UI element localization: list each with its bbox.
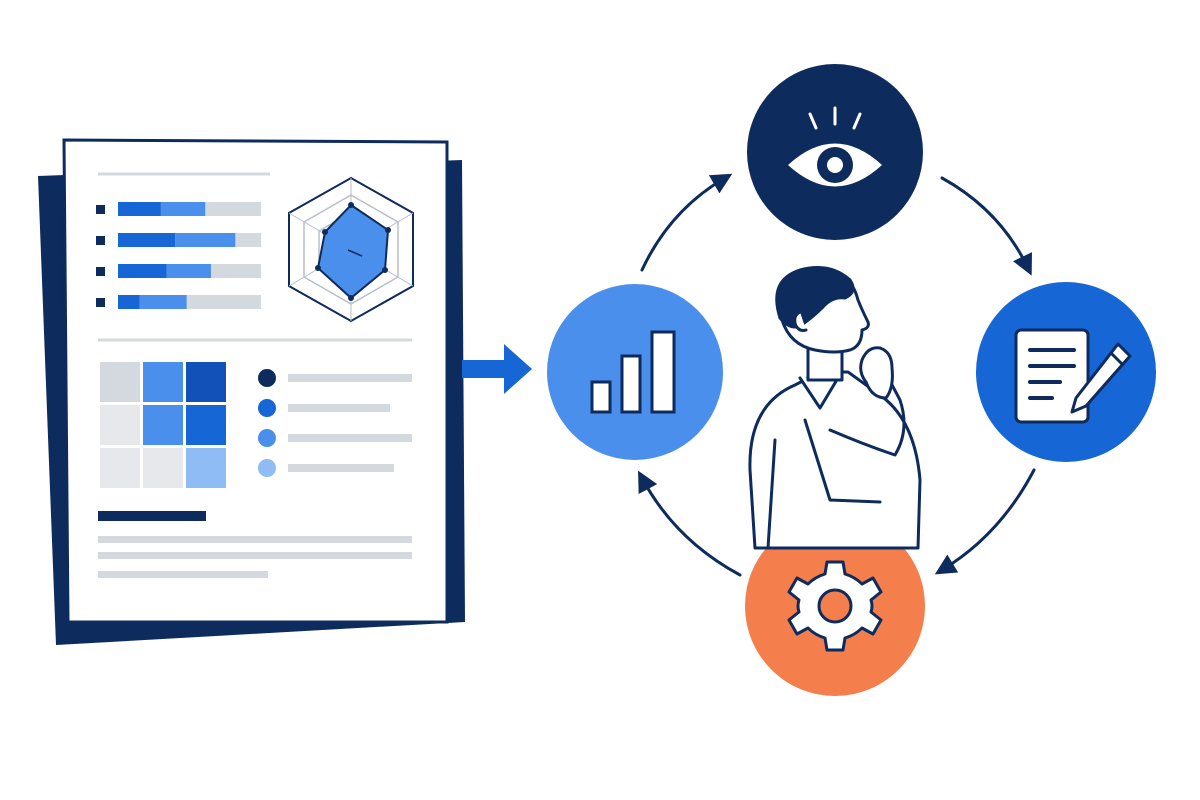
- cycle-arrow: [638, 470, 742, 577]
- report-heatmap: [100, 362, 226, 488]
- bar-row-secondary-segment: [139, 295, 187, 309]
- cycle-node-document: [976, 282, 1156, 462]
- report-legend-list: [258, 369, 412, 477]
- cycle-arrow: [640, 173, 733, 272]
- legend-text-line: [288, 374, 412, 382]
- bar-row-bullet: [96, 236, 105, 245]
- radar-needle: [347, 249, 363, 257]
- radar-chart: [288, 176, 414, 323]
- heatmap-cell: [100, 405, 140, 445]
- heatmap-cell: [143, 362, 183, 402]
- cycle-node-analyze: [547, 284, 723, 460]
- radar-point: [348, 295, 354, 301]
- bar-chart-icon: [590, 330, 676, 414]
- report-summary-heading: [98, 511, 206, 521]
- heatmap-cell: [143, 448, 183, 488]
- legend-text-line: [288, 464, 394, 472]
- person-torso: [748, 370, 922, 550]
- report-text-line: [98, 571, 268, 578]
- heatmap-cell: [100, 448, 140, 488]
- legend-dot: [258, 399, 276, 417]
- radar-point: [348, 202, 354, 208]
- bar-row-secondary-segment: [175, 233, 236, 247]
- radar-point: [385, 227, 391, 233]
- legend-dot: [258, 429, 276, 447]
- person-shirt-fold: [766, 438, 777, 550]
- bar-row-bullet: [96, 298, 105, 307]
- person-collar: [798, 376, 840, 410]
- bar-row-secondary-segment: [166, 264, 211, 278]
- cycle-arrow: [934, 468, 1036, 575]
- heatmap-cell: [186, 405, 226, 445]
- person-forearm: [828, 360, 906, 457]
- legend-dot: [258, 459, 276, 477]
- right-arrow-icon: [462, 344, 532, 394]
- person-neck: [806, 346, 844, 382]
- cycle-arrows: [638, 173, 1036, 577]
- gear-icon: [787, 560, 883, 652]
- person-hand: [859, 346, 894, 400]
- bar-row-primary-segment: [118, 295, 140, 309]
- eye-icon: [788, 106, 882, 187]
- cycle-arrow: [940, 176, 1032, 276]
- bar-row-primary-segment: [118, 202, 161, 216]
- legend-dot: [258, 369, 276, 387]
- cycle-node-process: [745, 516, 925, 696]
- report-text-line: [98, 536, 412, 543]
- report-document: [38, 138, 465, 645]
- person-ear: [793, 310, 808, 332]
- radar-point: [382, 267, 388, 273]
- bar-row-bullet: [96, 205, 105, 214]
- thinking-person-illustration: [748, 266, 922, 550]
- report-bar-rows: [96, 202, 261, 309]
- bar-row-bullet: [96, 267, 105, 276]
- legend-text-line: [288, 434, 412, 442]
- bar-row-secondary-segment: [160, 202, 206, 216]
- bar-row-primary-segment: [118, 264, 167, 278]
- document-pencil-icon: [1014, 328, 1132, 424]
- legend-text-line: [288, 404, 390, 412]
- heatmap-cell: [186, 362, 226, 402]
- report-text-line: [98, 552, 412, 559]
- bar-row-primary-segment: [118, 233, 176, 247]
- radar-point: [315, 265, 321, 271]
- cycle-node-observe: [747, 64, 923, 240]
- heatmap-cell: [186, 448, 226, 488]
- heatmap-cell: [143, 405, 183, 445]
- heatmap-cell: [100, 362, 140, 402]
- radar-point: [322, 229, 328, 235]
- person-arm-line: [803, 418, 882, 504]
